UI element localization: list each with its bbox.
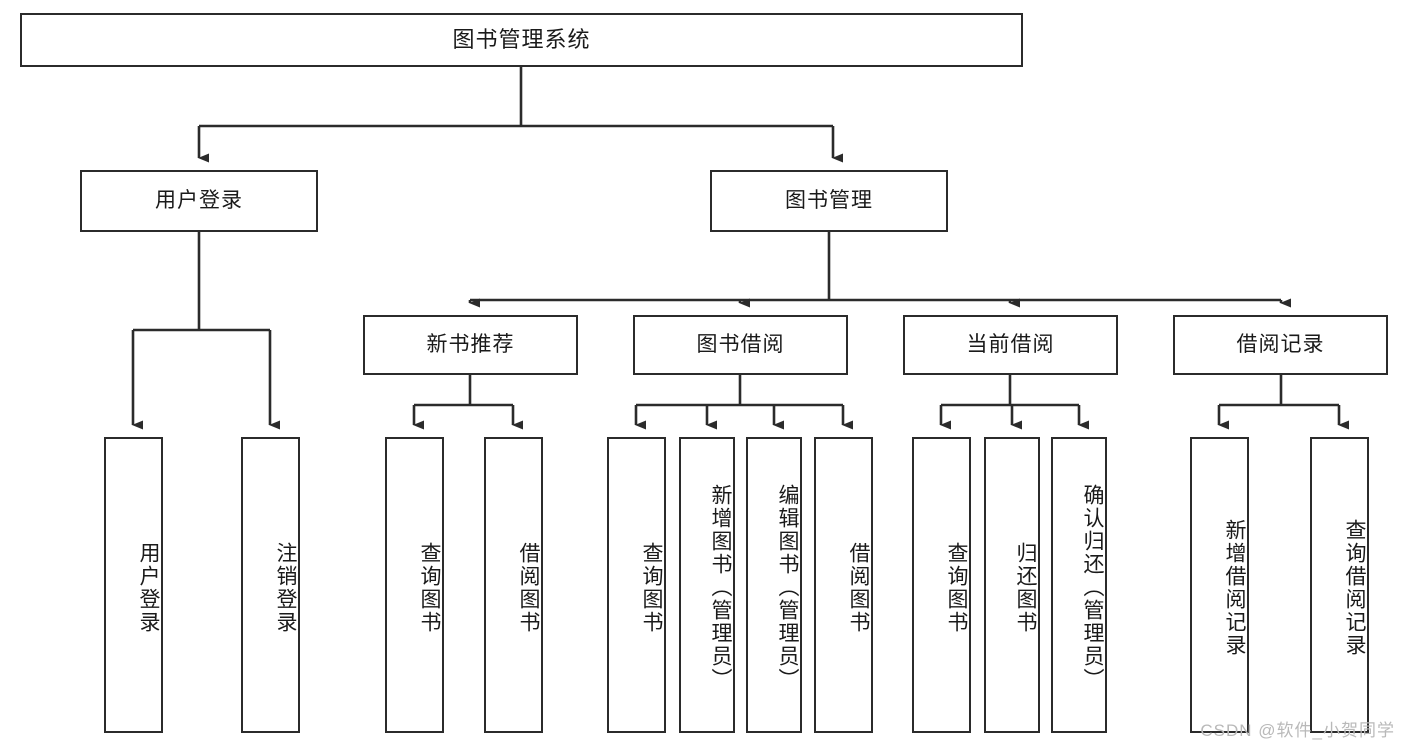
node-borrow-records[interactable]: 借阅记录 bbox=[1173, 315, 1388, 375]
leaf-query-books-recommend[interactable]: 查询图书 bbox=[385, 437, 444, 733]
node-user-login[interactable]: 用户登录 bbox=[80, 170, 318, 232]
leaf-edit-book-admin[interactable]: 编辑图书（管理员） bbox=[746, 437, 802, 733]
csdn-watermark: CSDN @软件_小贺同学 bbox=[1200, 721, 1395, 740]
leaf-confirm-return-admin[interactable]: 确认归还（管理员） bbox=[1051, 437, 1107, 733]
leaf-query-borrow-record[interactable]: 查询借阅记录 bbox=[1310, 437, 1369, 733]
leaf-add-book-admin[interactable]: 新增图书（管理员） bbox=[679, 437, 735, 733]
leaf-user-login[interactable]: 用户登录 bbox=[104, 437, 163, 733]
leaf-add-borrow-record[interactable]: 新增借阅记录 bbox=[1190, 437, 1249, 733]
node-root-system[interactable]: 图书管理系统 bbox=[20, 13, 1023, 67]
leaf-query-books-borrow[interactable]: 查询图书 bbox=[607, 437, 666, 733]
node-book-management[interactable]: 图书管理 bbox=[710, 170, 948, 232]
leaf-borrow-books-recommend[interactable]: 借阅图书 bbox=[484, 437, 543, 733]
leaf-query-books-current[interactable]: 查询图书 bbox=[912, 437, 971, 733]
leaf-return-books[interactable]: 归还图书 bbox=[984, 437, 1040, 733]
leaf-borrow-books[interactable]: 借阅图书 bbox=[814, 437, 873, 733]
node-book-borrow[interactable]: 图书借阅 bbox=[633, 315, 848, 375]
node-new-book-recommend[interactable]: 新书推荐 bbox=[363, 315, 578, 375]
node-current-borrow[interactable]: 当前借阅 bbox=[903, 315, 1118, 375]
leaf-logout[interactable]: 注销登录 bbox=[241, 437, 300, 733]
